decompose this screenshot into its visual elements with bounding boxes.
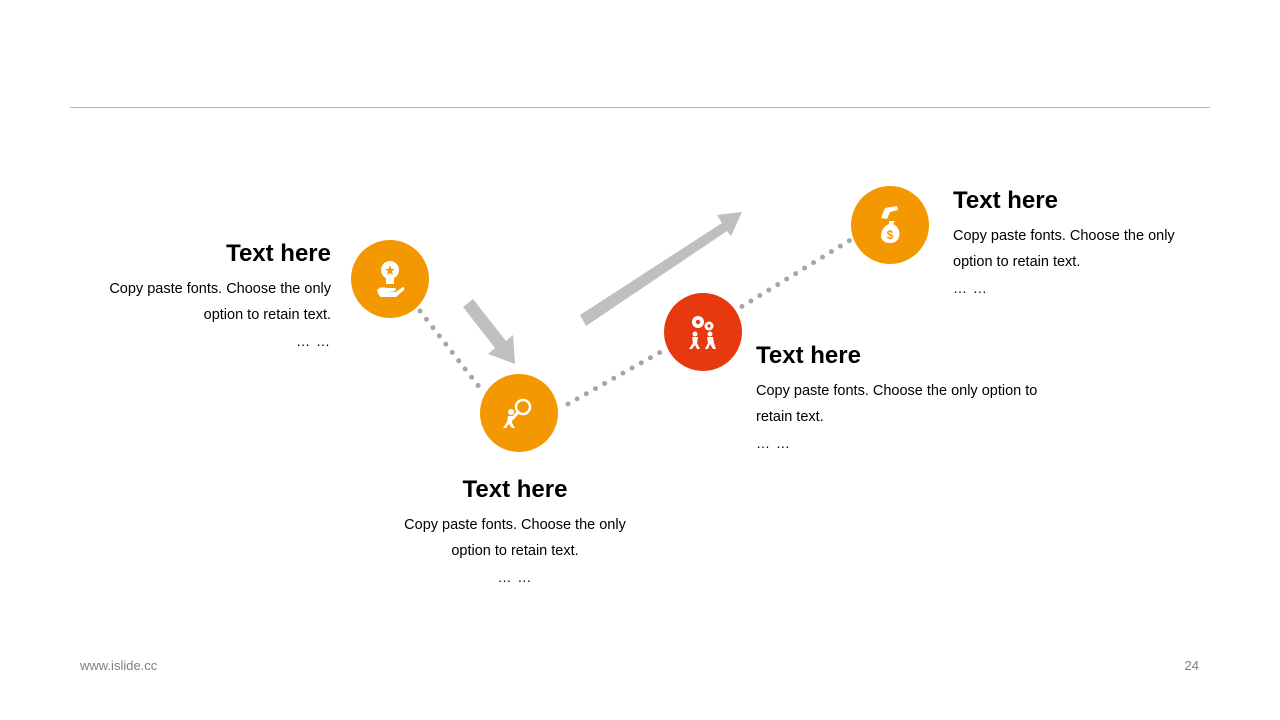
step-2-circle xyxy=(480,374,558,452)
step-1-ellipsis: … … xyxy=(296,333,331,349)
step-2-title: Text here xyxy=(462,476,568,503)
connector-2-3 xyxy=(565,346,669,407)
down-arrow xyxy=(463,299,515,364)
lightbulb-in-hand-icon xyxy=(377,261,405,297)
step-1-body: Copy paste fonts. Choose the only option… xyxy=(109,281,331,323)
step-4-text: Text here Copy paste fonts. Choose the o… xyxy=(953,187,1189,301)
up-arrow xyxy=(580,212,742,326)
step-3-title: Text here xyxy=(756,342,861,369)
step-3-circle xyxy=(664,293,742,371)
step-4-title: Text here xyxy=(953,187,1058,214)
step-2-ellipsis: … … xyxy=(497,569,533,585)
step-2-body: Copy paste fonts. Choose the only option… xyxy=(404,517,626,559)
step-3-ellipsis: … … xyxy=(756,435,791,451)
step-1-text: Text here Copy paste fonts. Choose the o… xyxy=(100,240,331,354)
header-divider xyxy=(70,107,1210,108)
person-with-magnifier-icon xyxy=(503,398,532,428)
step-2-text: Text here Copy paste fonts. Choose the o… xyxy=(394,476,636,590)
connector-3-4 xyxy=(730,236,855,315)
step-1-circle xyxy=(351,240,429,318)
people-with-gears-icon xyxy=(689,316,716,349)
connector-1-2 xyxy=(417,308,483,391)
hand-with-money-bag-icon: $ xyxy=(881,206,900,243)
step-3-body: Copy paste fonts. Choose the only option… xyxy=(756,383,1038,425)
step-4-ellipsis: … … xyxy=(953,280,988,296)
footer-url: www.islide.cc xyxy=(80,658,158,673)
step-4-circle: $ xyxy=(851,186,929,264)
svg-text:$: $ xyxy=(887,228,894,242)
step-4-body: Copy paste fonts. Choose the only option… xyxy=(953,228,1175,270)
step-1-title: Text here xyxy=(226,240,331,267)
page-number: 24 xyxy=(1184,658,1199,673)
step-3-text: Text here Copy paste fonts. Choose the o… xyxy=(756,342,1056,456)
